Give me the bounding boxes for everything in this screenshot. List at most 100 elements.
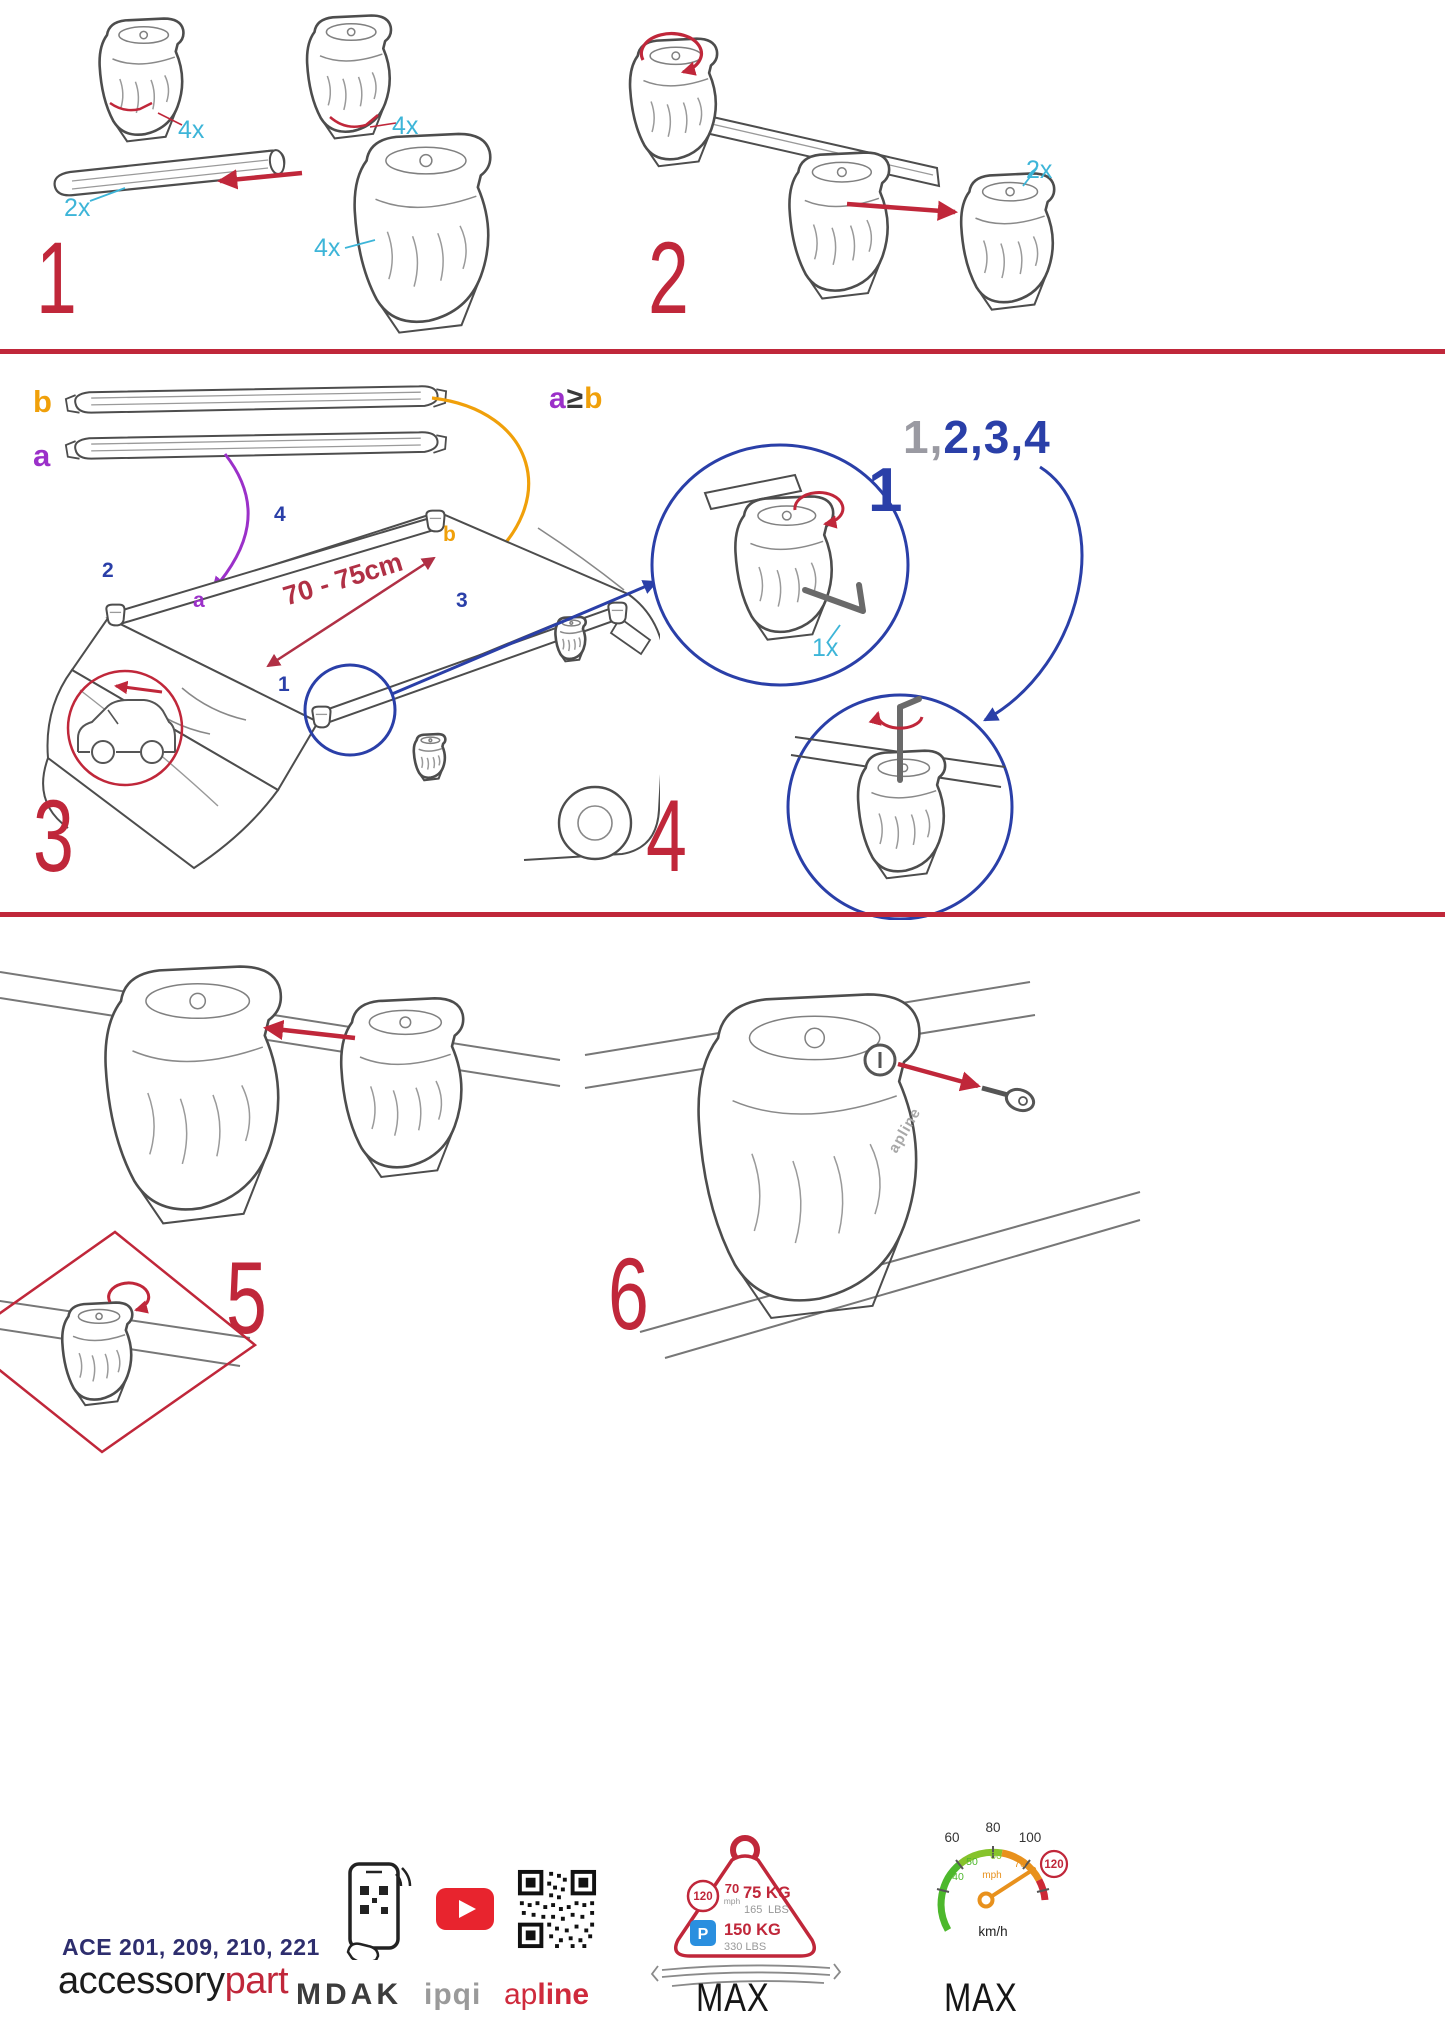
max-label-tag: MAX <box>696 1976 770 2020</box>
tag-speed-value: 120 <box>693 1891 712 1903</box>
step1-crossbar <box>53 149 286 197</box>
gauge-i40: 40 <box>952 1871 964 1883</box>
step3-roof-label-b: b <box>443 523 456 546</box>
step6-illustration <box>584 981 1141 1359</box>
apline-logo: apline <box>504 1980 589 2010</box>
step2-insert-arrow <box>846 200 959 221</box>
step3-minicar-inset <box>66 669 184 787</box>
step1-qty-bar: 2x <box>64 194 91 222</box>
tag-parking-letter: P <box>698 1926 709 1943</box>
step5-diamond-inset <box>0 1230 258 1454</box>
gauge-ticks <box>936 1846 1050 1893</box>
step4-zoom-circle-1 <box>650 443 910 687</box>
tag-parking-badge <box>690 1920 716 1946</box>
accessorypart-logo-red: part <box>224 1960 289 2002</box>
step3-rule: a≥b <box>549 384 603 414</box>
tag-crossbar-sketch <box>650 1963 842 1987</box>
gauge-kmh: km/h <box>978 1924 1007 1939</box>
gauge-limit-circle <box>1039 1849 1069 1879</box>
step3-distance-arrow <box>266 556 436 668</box>
step1-foot-with-pad-2 <box>305 14 393 140</box>
step2-rotate-arrow <box>639 31 703 76</box>
load-limit-tag: 120 70 mph 75 KG 165 LBS P 150 KG 330 LB… <box>650 1835 842 1987</box>
step1-qty-pad-left: 4x <box>178 116 205 144</box>
step1-bar-qty-leader <box>89 187 126 202</box>
tag-lbs-value: 165 <box>744 1904 762 1916</box>
gauge-needle <box>984 1867 1036 1902</box>
step3-rule-b: b <box>584 382 604 415</box>
tag-mph-unit: mph <box>724 1896 741 1906</box>
step6-keyhole <box>863 1043 897 1077</box>
tag-speed-circle <box>686 1879 720 1913</box>
step3-bar-a <box>64 431 448 460</box>
ipqi-logo: ipqi <box>424 1978 482 2011</box>
step2-cover <box>959 172 1056 311</box>
section-divider-1 <box>0 349 1445 354</box>
step3-label-bar-a: a <box>33 438 51 473</box>
step4-sequence-connector <box>983 465 1084 722</box>
gauge-80: 80 <box>985 1820 1000 1835</box>
step1-slide-arrow <box>216 169 303 190</box>
step4-number: 4 <box>646 779 687 893</box>
tag-kg-main: 75 KG <box>743 1884 791 1902</box>
step2-qty-cover: 2x <box>1026 156 1053 184</box>
model-list: ACE 201, 209, 210, 221 <box>62 1934 320 1960</box>
step1-pad-highlight-right <box>329 114 379 128</box>
step3-bar-b <box>64 385 448 414</box>
step3-number: 3 <box>33 779 74 893</box>
qr-code <box>516 1868 598 1950</box>
step5-illustration <box>0 930 561 1454</box>
apline-logo-ap: ap <box>504 1978 538 2011</box>
step5-foot-left <box>105 967 280 1224</box>
step4-sequence-blue: 2,3,4 <box>943 411 1051 463</box>
step6-lock-arrow <box>897 1061 981 1092</box>
step3-callout-leader <box>391 580 659 696</box>
accessorypart-logo: accessorypart <box>58 1960 289 2002</box>
step4-zoom-circle-2 <box>786 693 1014 920</box>
gauge-i60: 60 <box>990 1850 1002 1862</box>
max-label-gauge: MAX <box>944 1976 1018 2020</box>
step3-label-bar-b: b <box>33 384 52 419</box>
step2-qty-leader <box>1022 167 1038 187</box>
section-divider-2 <box>0 912 1445 917</box>
step3-illustration <box>42 385 660 870</box>
gauge-hub <box>977 1891 995 1909</box>
step6-key <box>981 1085 1036 1113</box>
step5-foot-right <box>339 996 465 1179</box>
step6-foot <box>699 994 920 1317</box>
step1-foot-large <box>355 134 491 333</box>
step6-number: 6 <box>608 1237 649 1351</box>
gauge-limit: 120 <box>1044 1859 1063 1871</box>
step1-number: 1 <box>36 221 77 335</box>
speedometer: 60 80 100 120 40 50 60 70 mph km/h <box>936 1820 1069 1939</box>
step3-position-1: 1 <box>278 673 290 696</box>
step3-position-3: 3 <box>456 589 468 612</box>
gauge-arcs <box>937 1848 1049 1932</box>
tag-mph-value: 70 <box>725 1881 739 1896</box>
step1-pad-leader-right <box>369 122 397 128</box>
step3-arrow-a <box>211 453 250 592</box>
step3-roof-label-a: a <box>193 589 205 612</box>
phone-scan-icon <box>346 1862 412 1960</box>
step3-rule-op: ≥ <box>566 382 585 415</box>
step4-illustration <box>650 443 1084 920</box>
gauge-i70: 70 <box>1014 1858 1026 1870</box>
tag-lbs-total: 330 LBS <box>724 1941 766 1953</box>
step1-pad-leader-left <box>157 112 183 126</box>
step3-position-2: 2 <box>102 559 114 582</box>
gauge-100: 100 <box>1019 1830 1042 1845</box>
step1-illustration <box>53 14 650 350</box>
step2-foot-right <box>787 151 891 301</box>
step3-arrow-b <box>431 396 531 568</box>
accessorypart-logo-black: accessory <box>58 1960 225 2002</box>
step3-callout-circle <box>303 663 397 757</box>
step1-qty-pad-right: 4x <box>392 112 419 140</box>
step4-qty-key: 1x <box>812 634 839 662</box>
gauge-mph: mph <box>982 1870 1001 1881</box>
step4-callout-number: 1 <box>868 456 903 525</box>
step3-rule-a: a <box>549 382 567 415</box>
step5-number: 5 <box>226 1241 267 1355</box>
step2-number: 2 <box>648 221 689 335</box>
apline-logo-line: line <box>537 1978 590 2011</box>
gauge-i50: 50 <box>966 1856 978 1868</box>
